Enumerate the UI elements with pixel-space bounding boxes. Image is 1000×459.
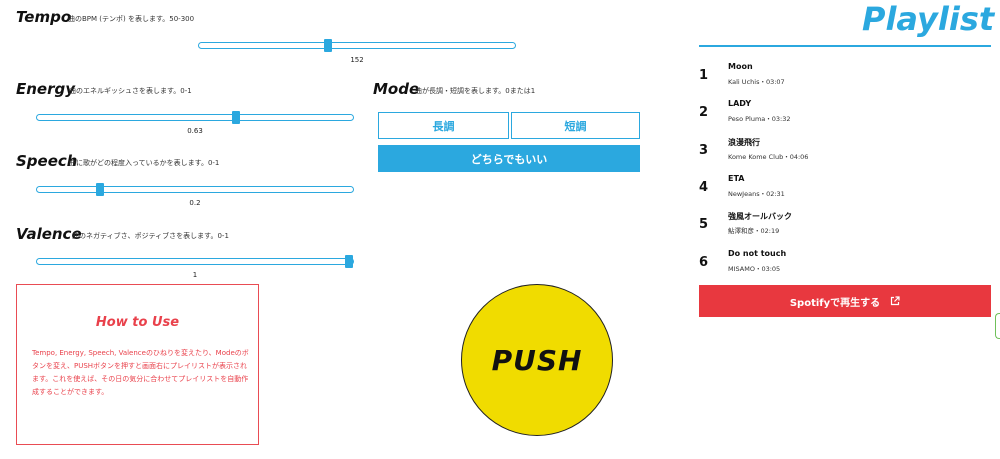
energy-title: Energy — [16, 80, 76, 98]
valence-slider[interactable] — [36, 255, 354, 268]
how-to-use-title: How to Use — [95, 315, 180, 330]
speech-slider[interactable] — [36, 183, 354, 196]
side-feedback-tab[interactable] — [995, 313, 1000, 339]
playlist-track[interactable]: 5 強風オールバック 鮎澤和彦・02:19 — [699, 211, 991, 245]
minor-button[interactable]: 短調 — [511, 112, 640, 139]
playlist-track[interactable]: 6 Do not touch MISAMO・03:05 — [699, 249, 991, 283]
track-name: LADY — [728, 99, 752, 108]
valence-slider-thumb[interactable] — [345, 255, 353, 268]
spotify-play-label: Spotifyで再生する — [789, 297, 881, 309]
track-name: 浪漫飛行 — [728, 138, 760, 147]
energy-slider-thumb[interactable] — [232, 111, 241, 124]
speech-slider-thumb[interactable] — [96, 183, 105, 196]
playlist-title: Playlist — [862, 0, 995, 38]
tempo-title: Tempo — [16, 8, 72, 26]
spotify-play-button[interactable]: Spotifyで再生する — [699, 285, 991, 317]
track-name: 強風オールバック — [728, 212, 792, 221]
track-number: 3 — [699, 143, 709, 158]
track-meta: Kali Uchis・03:07 — [728, 78, 785, 86]
track-name: Do not touch — [728, 249, 787, 258]
track-meta: NewJeans・02:31 — [728, 190, 785, 198]
playlist-divider — [699, 45, 991, 47]
track-number: 2 — [699, 105, 709, 120]
track-number: 5 — [699, 217, 709, 232]
how-to-use-panel: How to Use Tempo, Energy, Speech, Valenc… — [16, 284, 259, 445]
playlist-track[interactable]: 1 Moon Kali Uchis・03:07 — [699, 62, 991, 96]
track-number: 4 — [699, 180, 709, 195]
track-meta: Peso Pluma・03:32 — [728, 115, 791, 123]
track-meta: MISAMO・03:05 — [728, 265, 781, 273]
energy-value: 0.63 — [187, 127, 203, 135]
valence-description: 曲のネガティブさ、ポジティブさを表します。0-1 — [72, 232, 229, 240]
how-to-use-text: Tempo, Energy, Speech, Valenceのひねりを変えたり、… — [32, 349, 249, 396]
mode-description: 曲が長調・短調を表します。0または1 — [415, 87, 536, 95]
playlist-track[interactable]: 4 ETA NewJeans・02:31 — [699, 174, 991, 208]
speech-title: Speech — [16, 152, 78, 170]
energy-slider[interactable] — [36, 111, 354, 124]
speech-description: 曲に歌がどの程度入っているかを表します。0-1 — [69, 159, 220, 167]
valence-value: 1 — [192, 271, 198, 279]
major-button[interactable]: 長調 — [378, 112, 509, 139]
speech-value: 0.2 — [189, 199, 201, 207]
tempo-slider-thumb[interactable] — [323, 39, 332, 52]
track-number: 1 — [699, 68, 709, 83]
tempo-description: 曲のBPM (テンポ) を表します。50-300 — [68, 15, 195, 23]
valence-title: Valence — [16, 225, 82, 243]
track-meta: Kome Kome Club・04:06 — [728, 153, 809, 161]
track-number: 6 — [699, 255, 709, 270]
playlist-track[interactable]: 2 LADY Peso Pluma・03:32 — [699, 99, 991, 133]
tempo-value: 152 — [350, 56, 364, 64]
track-name: Moon — [728, 62, 753, 71]
playlist-track[interactable]: 3 浪漫飛行 Kome Kome Club・04:06 — [699, 137, 991, 171]
mode-title: Mode — [373, 80, 420, 98]
energy-description: 曲のエネルギッシュさを表します。0-1 — [69, 87, 192, 95]
track-meta: 鮎澤和彦・02:19 — [728, 227, 780, 235]
push-button[interactable]: PUSH — [461, 284, 613, 436]
tempo-slider[interactable] — [198, 39, 516, 52]
track-name: ETA — [728, 174, 745, 183]
push-label: PUSH — [491, 343, 583, 377]
any-mode-button[interactable]: どちらでもいい — [378, 145, 640, 172]
external-link-icon — [890, 296, 900, 306]
